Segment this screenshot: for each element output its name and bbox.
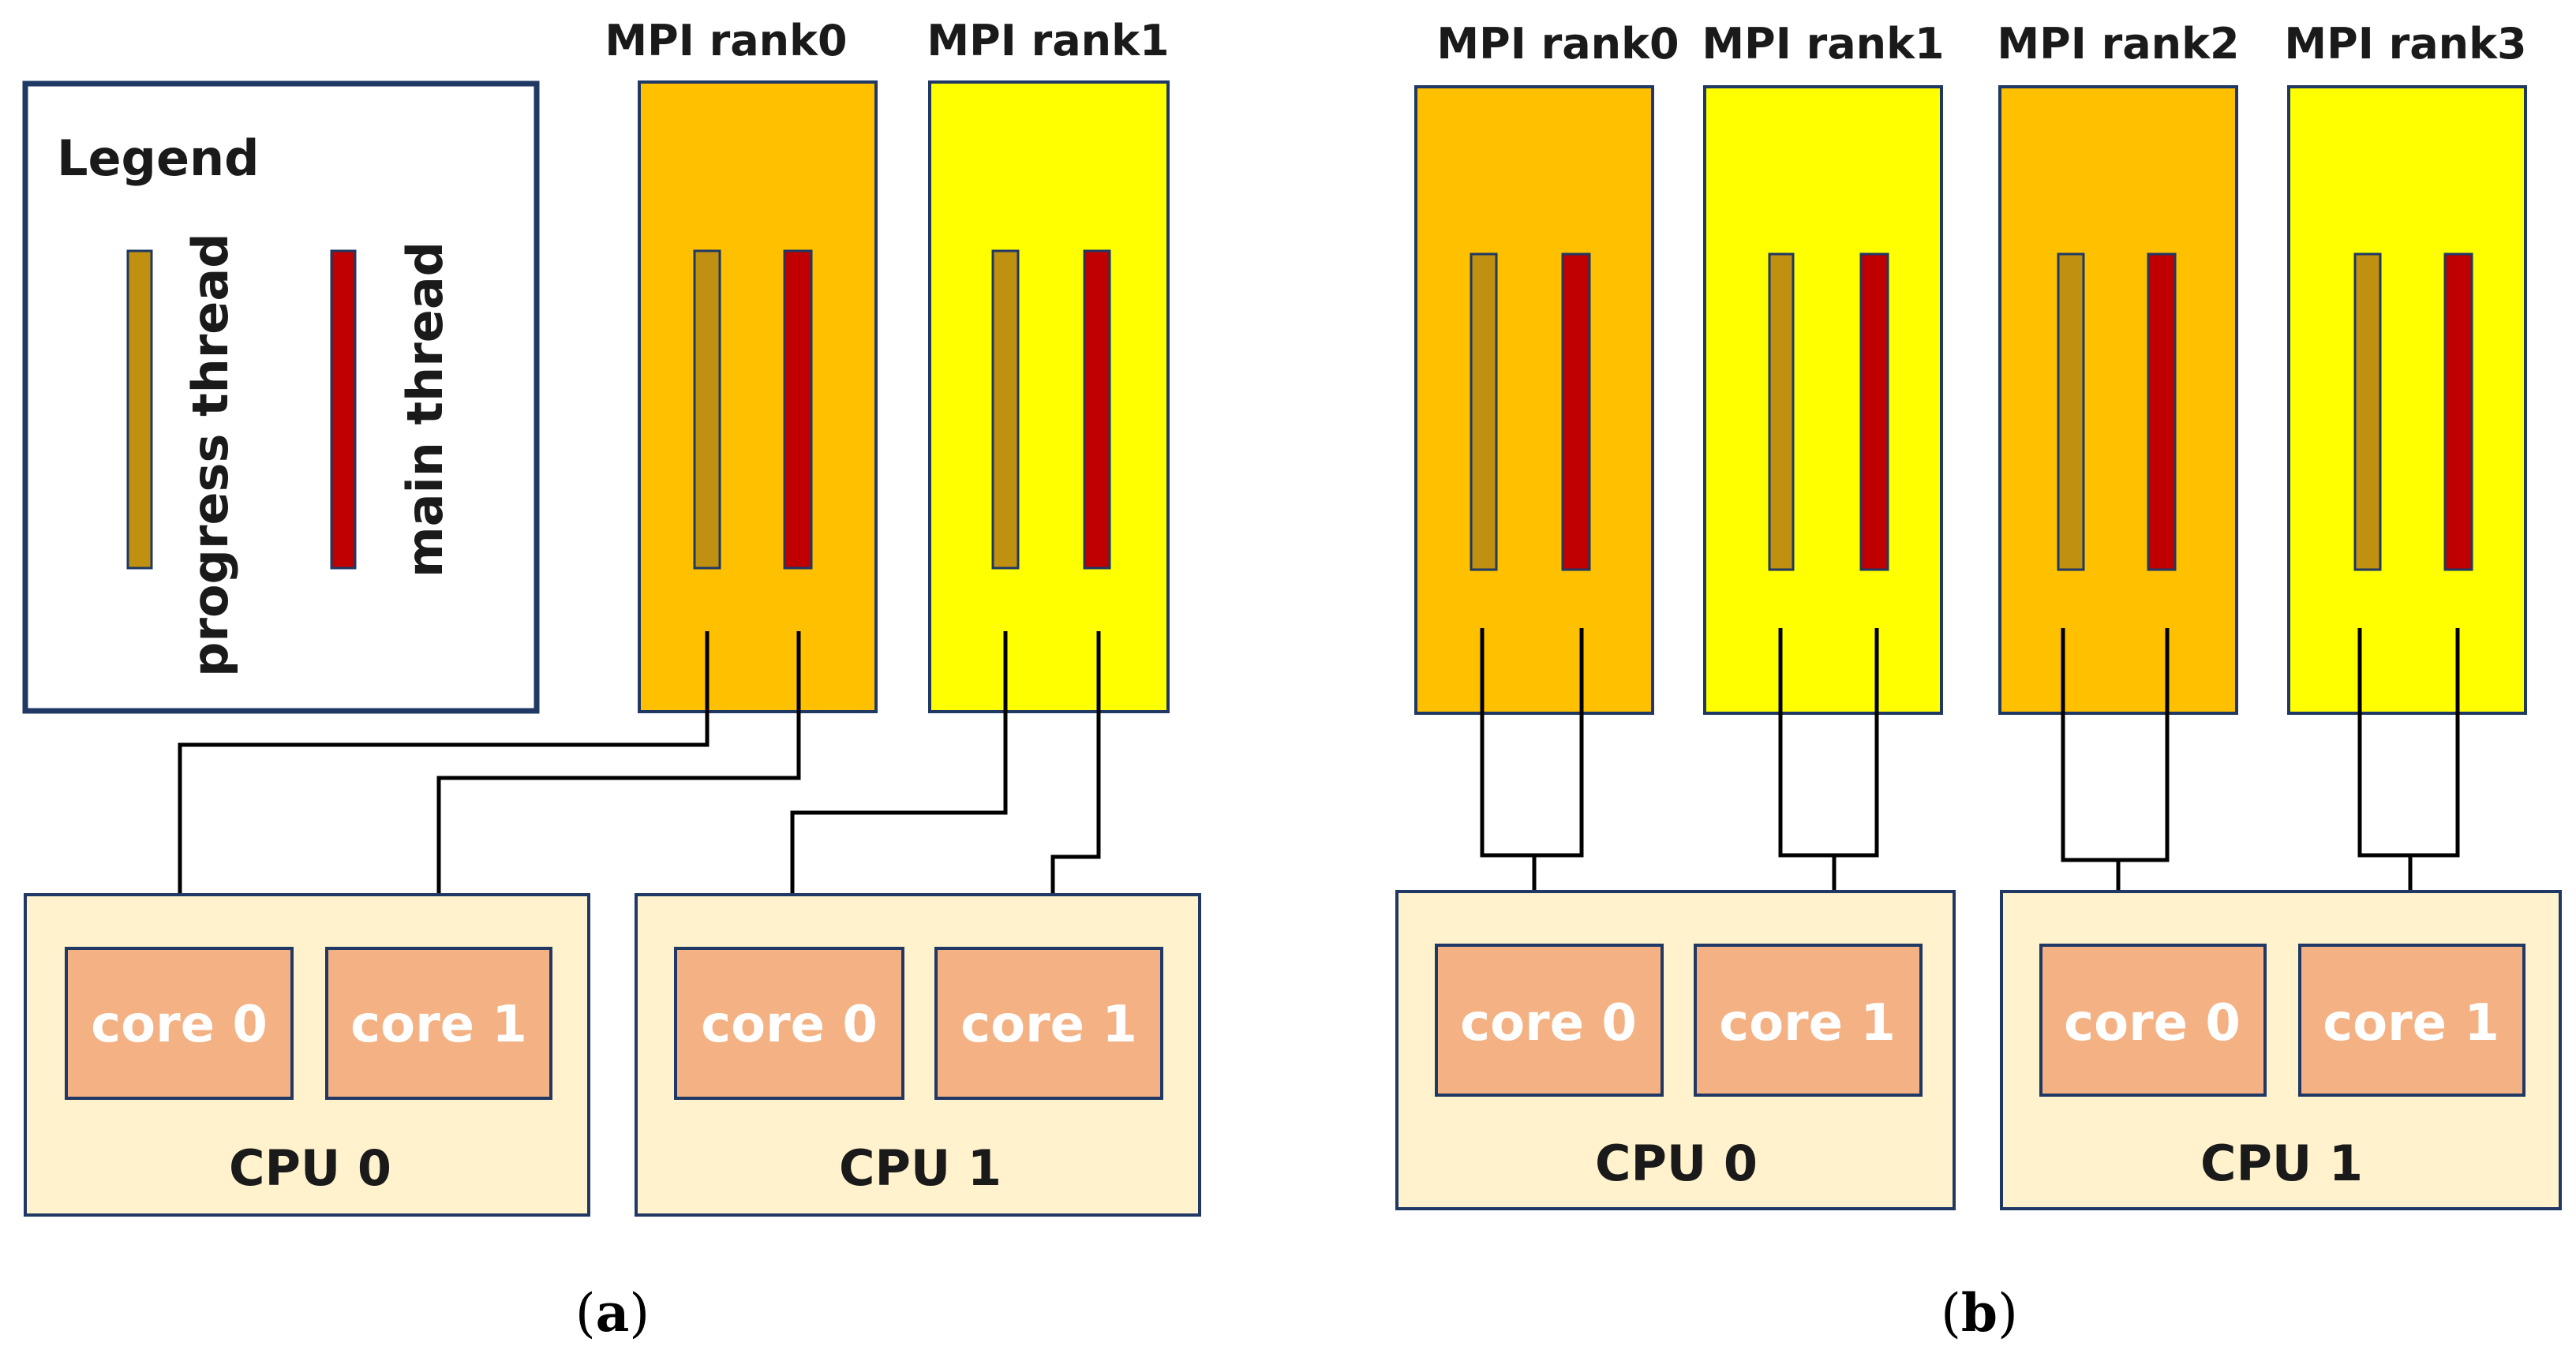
core-box: [2039, 944, 2267, 1097]
cpu-box: core 0 core 1 CPU 1: [2000, 890, 2562, 1210]
mpi-rank-box: [2287, 85, 2527, 715]
connectors: [173, 631, 1101, 917]
progress-thread-bar: [991, 249, 1020, 570]
legend-progress-thread-label: progress thread: [182, 233, 239, 677]
progress-thread-bar: [2353, 252, 2382, 571]
core-box: [325, 947, 552, 1100]
panel-b-caption: (b): [1941, 1282, 2018, 1344]
cpu-box: core 0 core 1 CPU 0: [1395, 890, 1956, 1210]
cpu-label: CPU 0: [1595, 1135, 1758, 1192]
rank-label: MPI rank2: [1997, 19, 2239, 69]
cpu-box: core 0 core 1 CPU 1: [635, 893, 1201, 1217]
connector-arrow: [1046, 631, 1101, 917]
main-thread-bar: [1561, 252, 1591, 571]
legend-main-thread-label: main thread: [396, 241, 454, 578]
mpi-rank-box: [1414, 85, 1654, 715]
core-label: core 1: [1719, 994, 1896, 1053]
progress-thread-bar: [2057, 252, 2085, 571]
legend-title: Legend: [57, 129, 260, 187]
rank-label: MPI rank1: [1702, 19, 1944, 69]
panel-a: Legend progress thread main thread MPI r…: [22, 16, 1201, 1344]
cpu-label: CPU 1: [839, 1139, 1002, 1197]
core-box: [934, 947, 1163, 1100]
core-box: [2298, 944, 2525, 1097]
mpi-rank-box: [1998, 85, 2238, 715]
connector-arrow: [432, 631, 801, 917]
legend: Legend progress thread main thread: [22, 80, 540, 714]
legend-progress-thread-swatch: [126, 249, 153, 570]
legend-main-thread-swatch: [330, 249, 357, 570]
connector-merge: [2061, 628, 2170, 862]
core-label: core 0: [91, 996, 268, 1054]
connector-merge: [1778, 628, 1879, 858]
main-thread-bar: [783, 249, 813, 570]
mpi-rank-box: [928, 80, 1170, 713]
rank-label: MPI rank0: [1436, 19, 1679, 69]
core-label: core 0: [701, 996, 878, 1054]
core-label: core 0: [1460, 994, 1637, 1053]
progress-thread-bar: [1470, 252, 1498, 571]
rank-label: MPI rank1: [927, 16, 1169, 65]
main-thread-bar: [1859, 252, 1889, 571]
connector-arrow: [173, 631, 710, 917]
progress-thread-bar: [1768, 252, 1795, 571]
core-label: core 0: [2064, 994, 2241, 1053]
core-label: core 1: [2323, 994, 2499, 1053]
connectors: [1480, 628, 2460, 923]
core-label: core 1: [960, 996, 1137, 1054]
legend-box: [22, 80, 540, 714]
mpi-rank-box: [1703, 85, 1943, 715]
panel-b: MPI rank0 MPI rank1 MPI rank2 MPI rank3: [1395, 19, 2562, 1344]
cpu-label: CPU 1: [2200, 1135, 2363, 1192]
core-box: [1435, 944, 1664, 1097]
core-label: core 1: [350, 996, 527, 1054]
mpi-rank-box: [638, 80, 878, 713]
core-box: [65, 947, 294, 1100]
rank-label: MPI rank3: [2284, 19, 2526, 69]
cpu-box: core 0 core 1 CPU 0: [24, 893, 590, 1217]
core-box: [1694, 944, 1923, 1097]
main-thread-bar: [1083, 249, 1111, 570]
cpu-label: CPU 0: [229, 1139, 391, 1197]
connector-arrow: [785, 631, 1008, 917]
rank-label: MPI rank0: [605, 16, 847, 65]
core-box: [674, 947, 904, 1100]
main-thread-bar: [2443, 252, 2473, 571]
progress-thread-bar: [693, 249, 721, 570]
panel-a-caption: (a): [575, 1282, 650, 1344]
main-thread-bar: [2147, 252, 2177, 571]
connector-merge: [1480, 628, 1584, 858]
